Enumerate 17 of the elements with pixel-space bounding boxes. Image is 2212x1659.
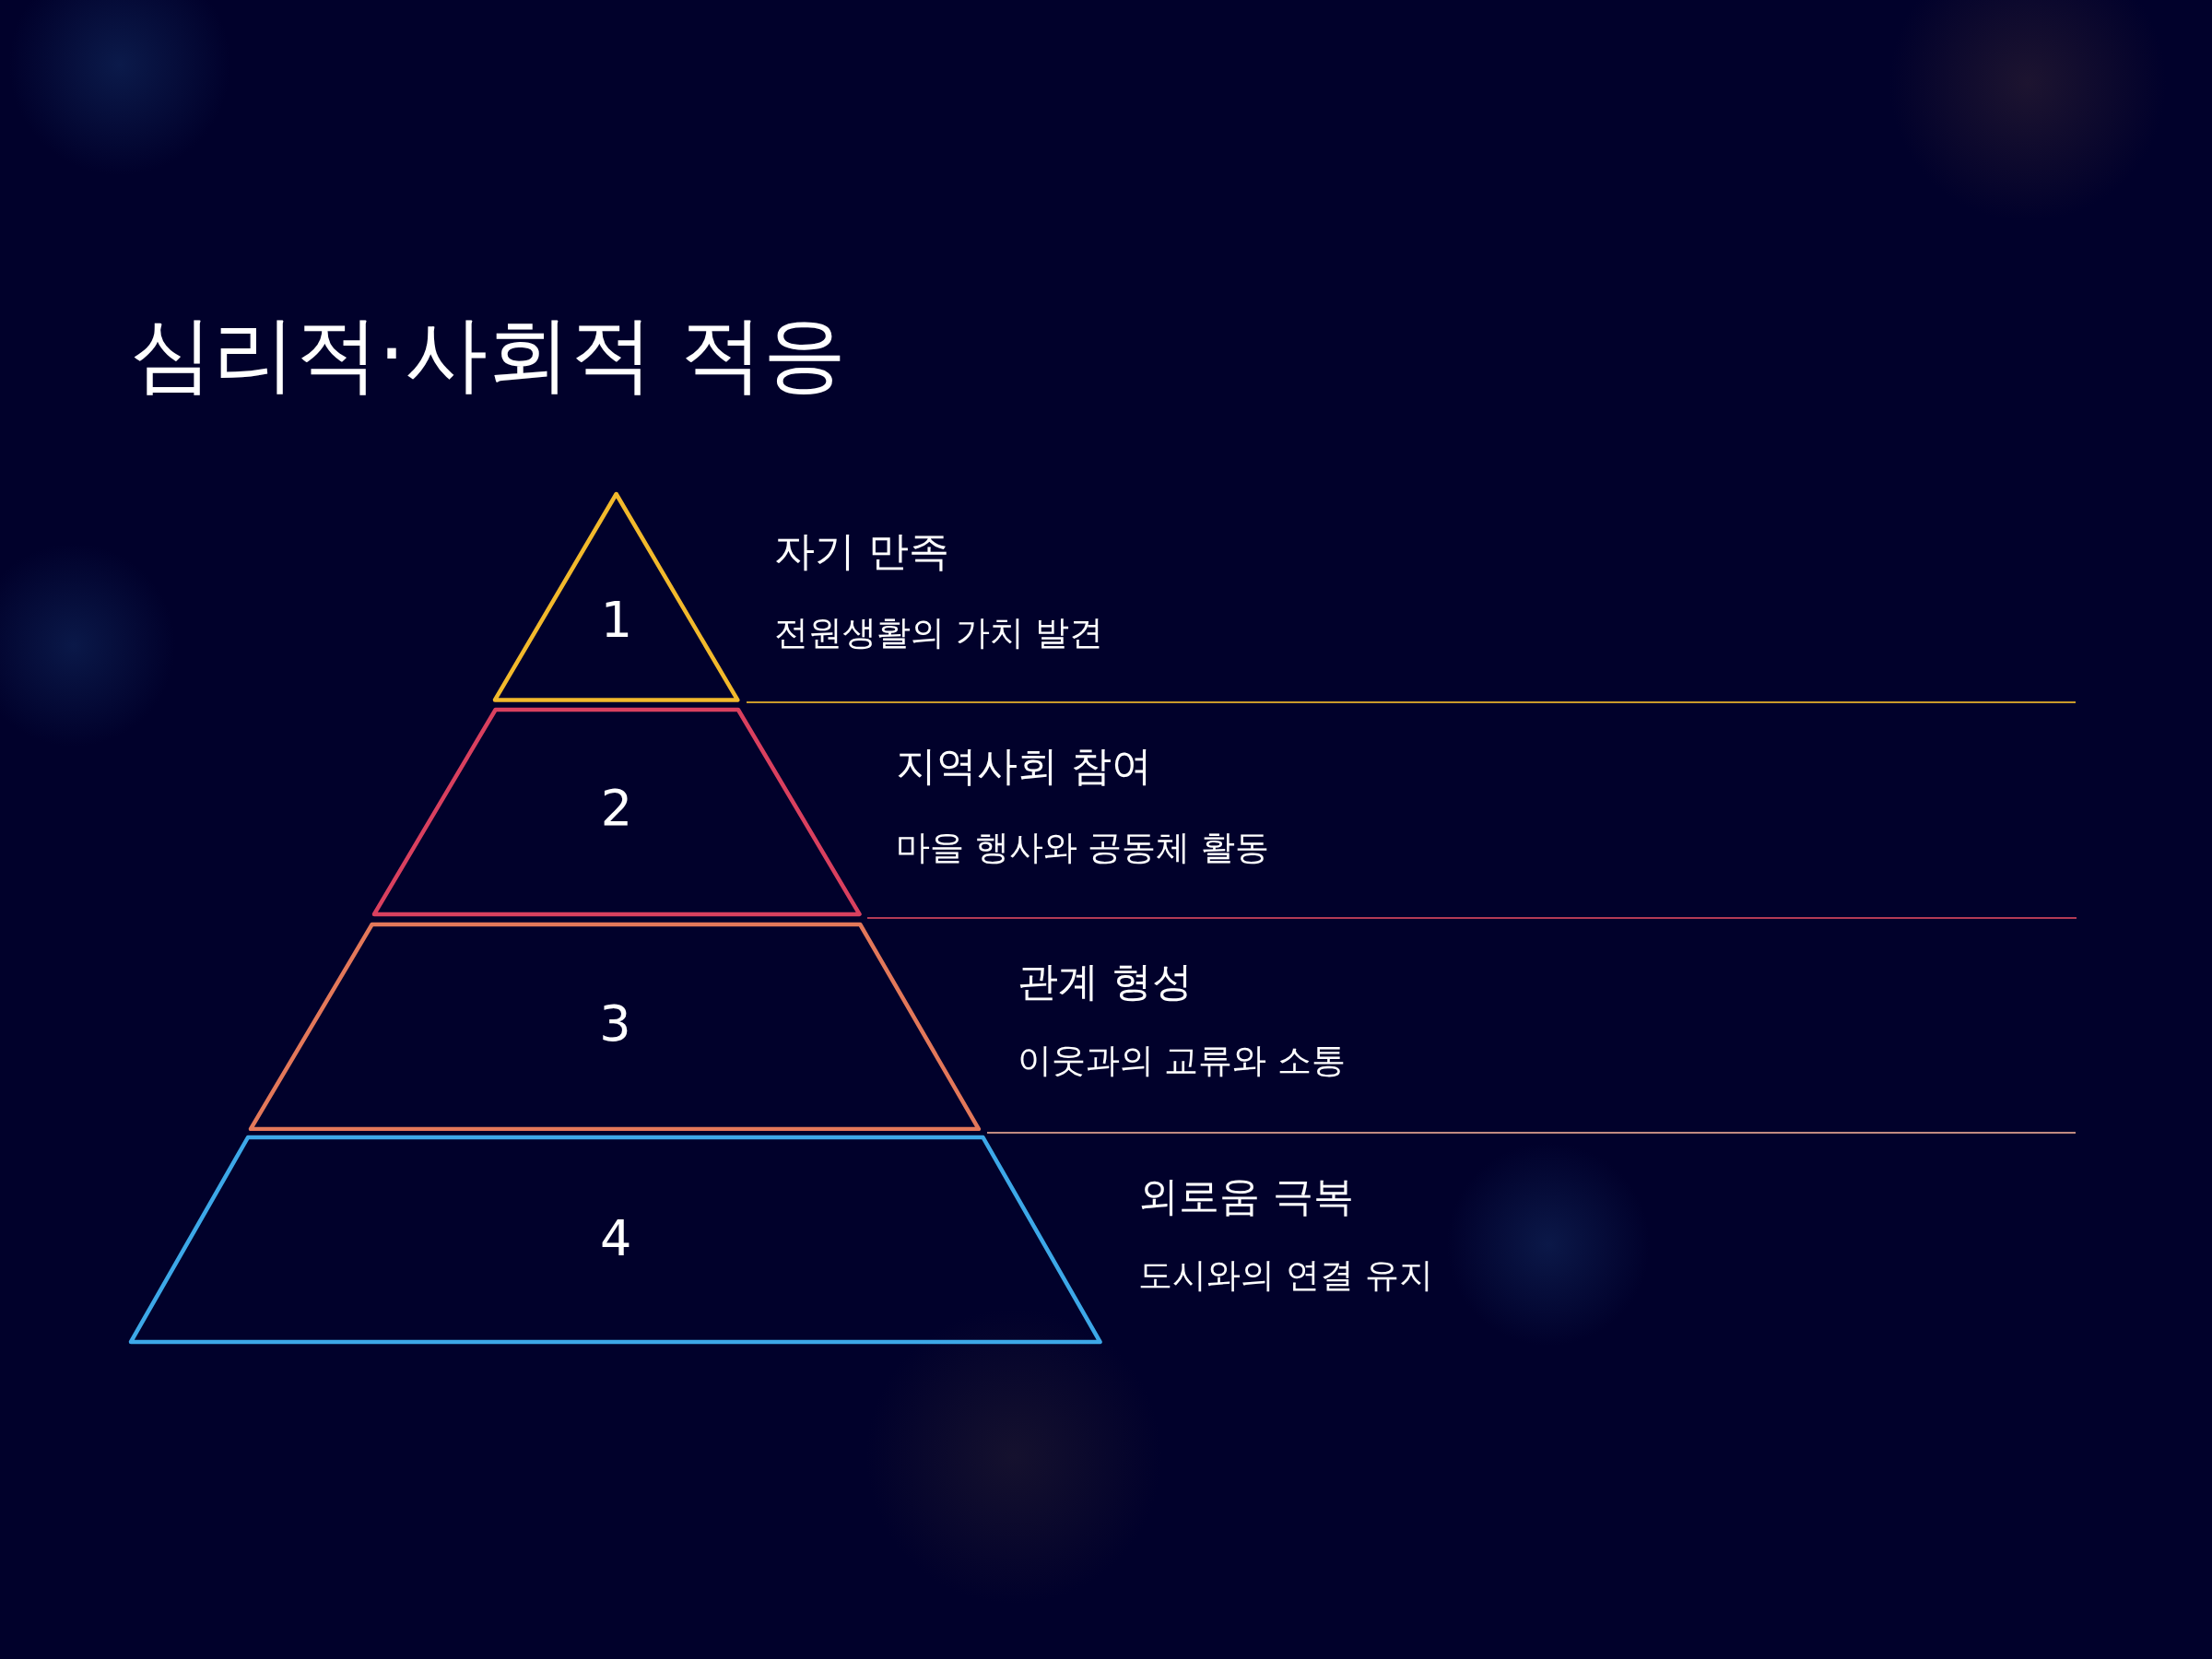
step-description: 이웃과의 교류와 소통 (1017, 1040, 1347, 1082)
step-number: 2 (599, 779, 634, 839)
title: 심리적·사회적 적응 (129, 307, 847, 399)
trapezoid-segment (371, 706, 863, 917)
step-number: 4 (598, 1208, 633, 1268)
step-description: 마을 행사와 공동체 활동 (895, 826, 1270, 869)
step-description: 도시와의 연결 유지 (1138, 1253, 1433, 1297)
step-heading: 관계 형성 (1017, 957, 1193, 1007)
triangle-segment (492, 490, 741, 703)
step-number: 3 (598, 994, 632, 1054)
step-heading: 지역사회 참여 (895, 741, 1152, 792)
trapezoid-segment (128, 1134, 1103, 1345)
step-heading: 외로움 극복 (1138, 1171, 1355, 1221)
trapezoid-segment (248, 921, 982, 1132)
step-heading: 자기 만족 (774, 526, 950, 577)
step-description: 전원생활의 가치 발견 (774, 612, 1103, 655)
step-number: 1 (599, 591, 634, 651)
